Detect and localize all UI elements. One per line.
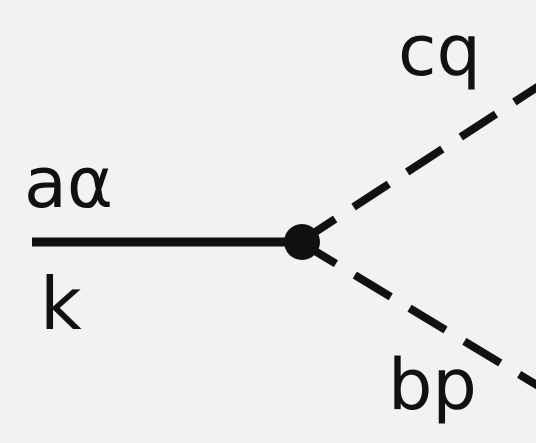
lower-outgoing-label: bp [388,344,477,426]
outgoing-upper-dashed-line [297,83,536,246]
upper-outgoing-label: cq [398,10,481,92]
vertex-dot [284,224,320,260]
outgoing-lower-dashed-line [297,238,536,390]
incoming-momentum-label: k [40,262,82,346]
incoming-index-label: aα [24,142,114,224]
